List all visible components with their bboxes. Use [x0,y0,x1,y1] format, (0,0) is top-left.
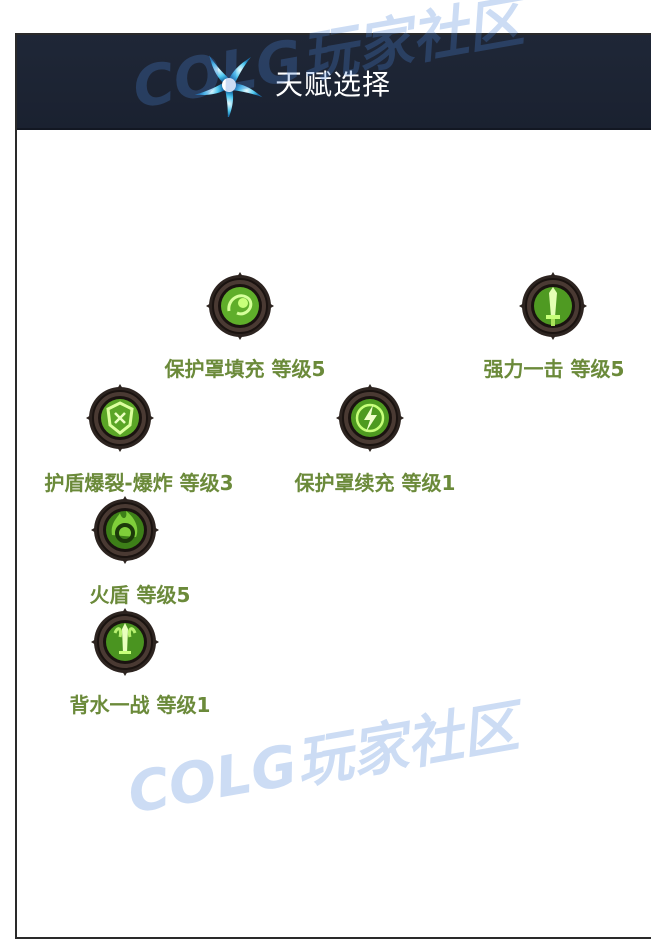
shield-burst-icon [85,383,155,453]
talent-label: 保护罩填充 等级5 [164,357,326,381]
talent-label: 护盾爆裂-爆炸 等级3 [44,471,234,495]
last-stand-sword-icon [90,607,160,677]
window-header: 天赋选择 [17,35,651,130]
fire-shield-icon [90,495,160,565]
talent-label: 强力一击 等级5 [483,357,625,381]
sword-strike-icon [518,271,588,341]
talent-label: 背水一战 等级1 [69,693,211,717]
talent-label: 保护罩续充 等级1 [294,471,456,495]
talent-label: 火盾 等级5 [89,583,191,607]
spiral-star-logo-icon [194,55,263,117]
talent-window: 天赋选择 保护罩填充 等级5 强力一击 等级5 护盾爆裂-爆炸 等级3 [15,33,651,939]
lightning-recharge-icon [335,383,405,453]
swirl-orb-icon [205,271,275,341]
window-title: 天赋选择 [275,68,392,101]
